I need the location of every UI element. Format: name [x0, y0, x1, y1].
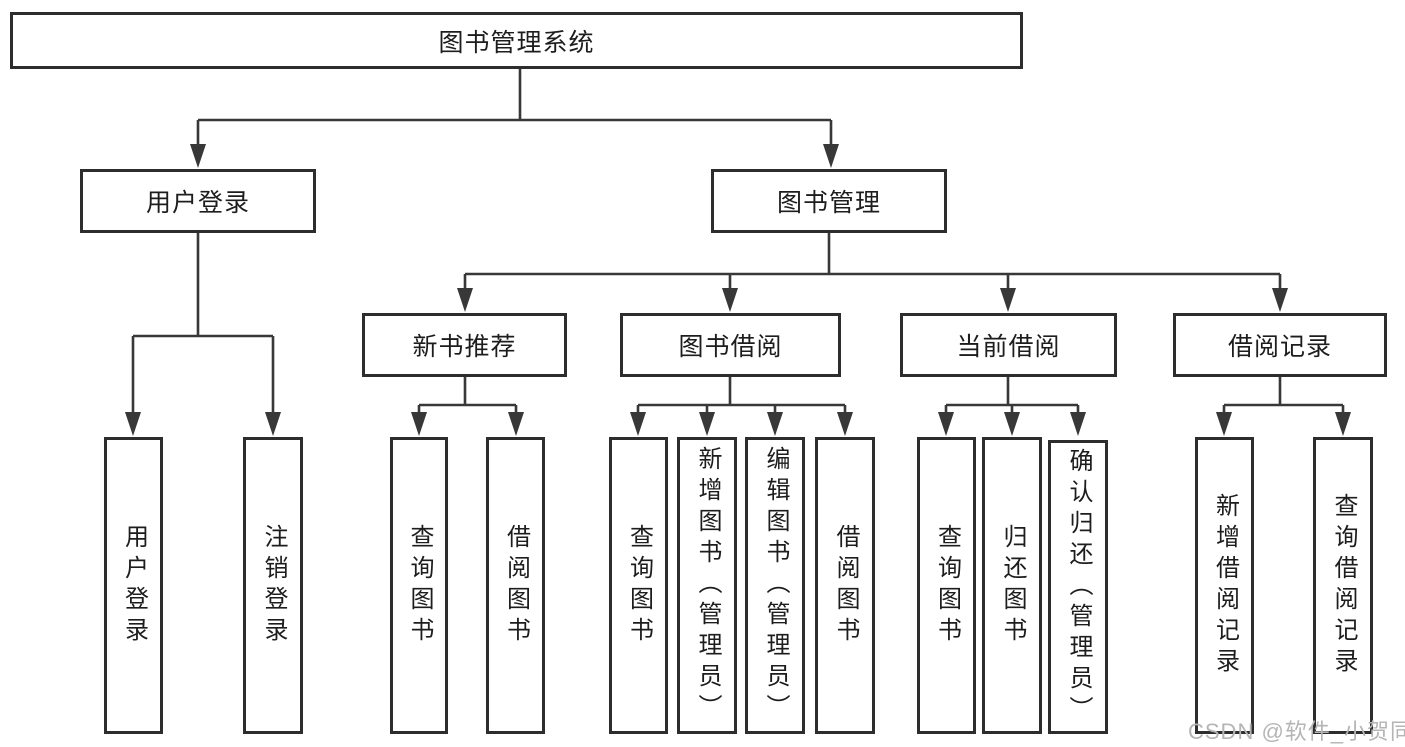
connector-currentborrow-to-leaves	[944, 377, 1080, 414]
connector-userlogin-to-leaves	[131, 233, 275, 414]
leaf-user-login: 用户登录	[104, 437, 163, 734]
node-root: 图书管理系统	[10, 12, 1023, 69]
csdn-watermark: CSDN @软件_小贺同学	[1188, 719, 1405, 744]
arrow-icon	[457, 288, 473, 312]
leaf-add-borrow-record: 新增借阅记录	[1195, 437, 1254, 734]
leaf-label: 查询图书	[625, 523, 653, 648]
leaf-label: 确认归还（管理员）	[1065, 447, 1092, 727]
leaf-label: 查询借阅记录	[1330, 492, 1357, 679]
arrow-icon	[265, 412, 281, 436]
arrow-icon	[125, 412, 141, 436]
leaf-logout: 注销登录	[243, 437, 303, 734]
leaf-query-book-current: 查询图书	[917, 437, 976, 734]
leaf-label: 用户登录	[120, 523, 148, 648]
arrow-icon	[1004, 412, 1020, 436]
leaf-borrow-book: 借阅图书	[815, 437, 875, 734]
arrow-icon	[1070, 412, 1086, 436]
node-book-management: 图书管理	[711, 169, 947, 233]
arrow-icon	[722, 288, 738, 312]
arrow-icon	[508, 412, 524, 436]
leaf-add-book-admin: 新增图书（管理员）	[677, 437, 737, 734]
leaf-confirm-return-admin: 确认归还（管理员）	[1048, 440, 1108, 734]
node-new-book-recommend: 新书推荐	[362, 313, 567, 377]
leaf-label: 新增图书（管理员）	[694, 446, 721, 725]
leaf-edit-book-admin: 编辑图书（管理员）	[745, 437, 805, 734]
leaf-borrow-book-recommend: 借阅图书	[486, 437, 545, 734]
connector-bookborrow-to-leaves	[636, 377, 847, 414]
node-user-login: 用户登录	[80, 169, 316, 233]
arrow-icon	[1335, 412, 1351, 436]
arrow-icon	[938, 412, 954, 436]
arrow-icon	[767, 412, 783, 436]
arrow-icon	[190, 144, 206, 168]
node-current-borrow: 当前借阅	[900, 313, 1117, 377]
node-book-borrow: 图书借阅	[620, 313, 841, 377]
node-borrow-records: 借阅记录	[1173, 313, 1387, 377]
arrow-icon	[1272, 288, 1288, 312]
arrow-icon	[411, 412, 427, 436]
arrow-icon	[1000, 288, 1016, 312]
arrow-icon	[837, 412, 853, 436]
arrow-icon	[1216, 412, 1232, 436]
arrow-icon	[823, 144, 839, 168]
leaf-label: 查询图书	[933, 523, 961, 648]
connector-root-to-level2	[196, 69, 833, 146]
leaf-query-book-borrow: 查询图书	[609, 437, 668, 734]
leaf-label: 注销登录	[260, 523, 287, 648]
leaf-query-book-recommend: 查询图书	[390, 437, 448, 734]
connector-records-to-leaves	[1222, 377, 1345, 414]
leaf-label: 借阅图书	[502, 523, 530, 648]
arrow-icon	[630, 412, 646, 436]
arrow-icon	[699, 412, 715, 436]
leaf-return-book: 归还图书	[982, 437, 1042, 734]
leaf-label: 查询图书	[406, 523, 433, 648]
leaf-label: 归还图书	[999, 523, 1026, 648]
leaf-query-borrow-record: 查询借阅记录	[1313, 437, 1373, 734]
leaf-label: 编辑图书（管理员）	[762, 446, 789, 725]
leaf-label: 新增借阅记录	[1211, 492, 1239, 679]
connector-bookmgmt-to-level3	[463, 233, 1282, 290]
leaf-label: 借阅图书	[832, 523, 859, 648]
connector-newbook-to-leaves	[417, 377, 518, 414]
